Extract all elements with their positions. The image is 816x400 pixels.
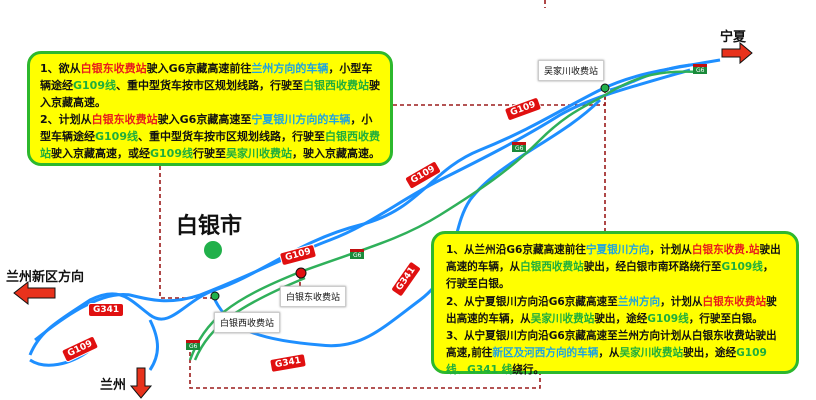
note-text-segment: 驶入G6京藏高速前往 — [146, 62, 252, 75]
note-box-departing: 1、欲从白银东收费站驶入G6京藏高速前往兰州方向的车辆，小型车辆途经G109线、… — [27, 51, 393, 166]
note-text-segment: ，小型车辆途经 — [40, 113, 373, 143]
arrow-down-icon — [129, 367, 153, 399]
city-label: 白银市 — [176, 214, 243, 239]
note-text-segment: G109线 — [95, 130, 138, 143]
g6-shield: G6 — [186, 340, 201, 350]
station-baiyin-east: 白银东收费站 — [280, 286, 347, 307]
destination-lanzhou-new: 兰州新区方向 — [6, 270, 85, 285]
baiyin-west-marker — [210, 291, 220, 301]
destination-ningxia: 宁夏 — [720, 30, 747, 45]
blue-roads — [28, 58, 721, 371]
note-text-segment: 、重中型货车按市区规划线路，行驶至 — [138, 130, 325, 143]
note-text-segment: G109线 — [73, 79, 116, 92]
city-dot — [204, 241, 222, 259]
note-text-segment: 、重中型货车按市区规划线路，行驶至 — [116, 79, 303, 92]
note-text-segment: ，行驶至白银。 — [446, 261, 774, 291]
note-text-segment: ，计划从 — [660, 295, 703, 308]
note-text-segment: 驶出，途经 — [594, 312, 648, 325]
road-badge-g341: G341 — [88, 303, 125, 317]
note-text-segment: ，驶入京藏高速。 — [292, 147, 380, 160]
note-text-segment: 行驶至 — [193, 147, 226, 160]
note-text-segment: 兰州方向的车辆 — [251, 62, 329, 75]
note-text-segment: 白银东收费站 — [91, 113, 158, 126]
destination-lanzhou: 兰州 — [100, 378, 127, 393]
note-text-segment: G109线 — [150, 147, 193, 160]
note-text-segment: 绕行。 — [512, 364, 545, 377]
wujiachuan-marker — [600, 83, 610, 93]
note-text-segment: G109线、G341 线 — [446, 347, 767, 377]
note-text-segment: 白银东收费站 — [80, 62, 147, 75]
note-text-segment: G109线 — [647, 312, 689, 325]
note-text-segment: 驶出，途经 — [683, 347, 737, 360]
note-text-segment: 驶入京藏高速，或经 — [51, 147, 150, 160]
note-text-segment: 宁夏银川方向 — [585, 244, 650, 256]
note-text-segment: 驶出，经白银市南环路绕行至 — [583, 261, 722, 274]
g6-shield: G6 — [693, 64, 708, 74]
note-text-segment: 驶出高速的车辆，从 — [446, 295, 777, 325]
station-baiyin-west: 白银西收费站 — [214, 312, 281, 333]
note-text-segment: 1、从兰州沿G6京藏高速前往 — [446, 244, 586, 256]
note-text-segment: 1、欲从 — [40, 62, 81, 75]
note-text-segment: 宁夏银川方向的车辆 — [251, 113, 351, 126]
note-text-segment: 吴家川收费站 — [619, 347, 684, 360]
note-text-segment: G109线 — [721, 261, 763, 274]
note-text-segment: 新区及河西方向的车辆 — [492, 347, 599, 360]
note-text-segment: 3、从宁夏银川方向沿G6京藏高速至兰州方向计划从白银东收费站驶出高速,前往 — [446, 330, 777, 360]
arrow-left-icon — [13, 280, 56, 306]
arrow-right-icon — [721, 41, 753, 65]
g6-shield: G6 — [512, 142, 527, 152]
note-text-segment: ，行驶至白银。 — [688, 312, 763, 325]
note-text-segment: ，从 — [598, 347, 620, 360]
note-text-segment: 驶入京藏高速。 — [40, 79, 380, 109]
note-text-segment: 兰州方向 — [617, 295, 661, 308]
g6-shield: G6 — [350, 249, 365, 259]
note-text-segment: 白银东收费站 — [702, 295, 767, 308]
note-text-segment: 白银东收费.站 — [691, 244, 760, 256]
note-text-segment: 白银西收费站 — [520, 261, 584, 274]
note-text-segment: 2、从宁夏银川方向沿G6京藏高速至 — [446, 295, 618, 308]
note-box-arriving: 1、从兰州沿G6京藏高速前往宁夏银川方向，计划从白银东收费.站驶出高速的车辆，从… — [431, 231, 799, 377]
note-text-segment: 白银西收费站 — [303, 79, 369, 92]
note-text-segment: 白银西收费站 — [40, 130, 380, 160]
station-wujiachuan: 吴家川收费站 — [538, 60, 605, 81]
note-text-segment: 吴家川收费站 — [226, 147, 292, 160]
baiyin-east-marker — [295, 267, 307, 279]
note-text-segment: 2、计划从 — [40, 113, 92, 126]
note-text-segment: 驶出高速的车辆，从 — [446, 244, 781, 274]
note-text-segment: 吴家川收费站 — [530, 312, 595, 325]
note-text-segment: ，小型车辆途经 — [40, 62, 373, 92]
note-text-segment: 驶入G6京藏高速至 — [157, 113, 252, 126]
note-text-segment: ，计划从 — [649, 244, 692, 256]
